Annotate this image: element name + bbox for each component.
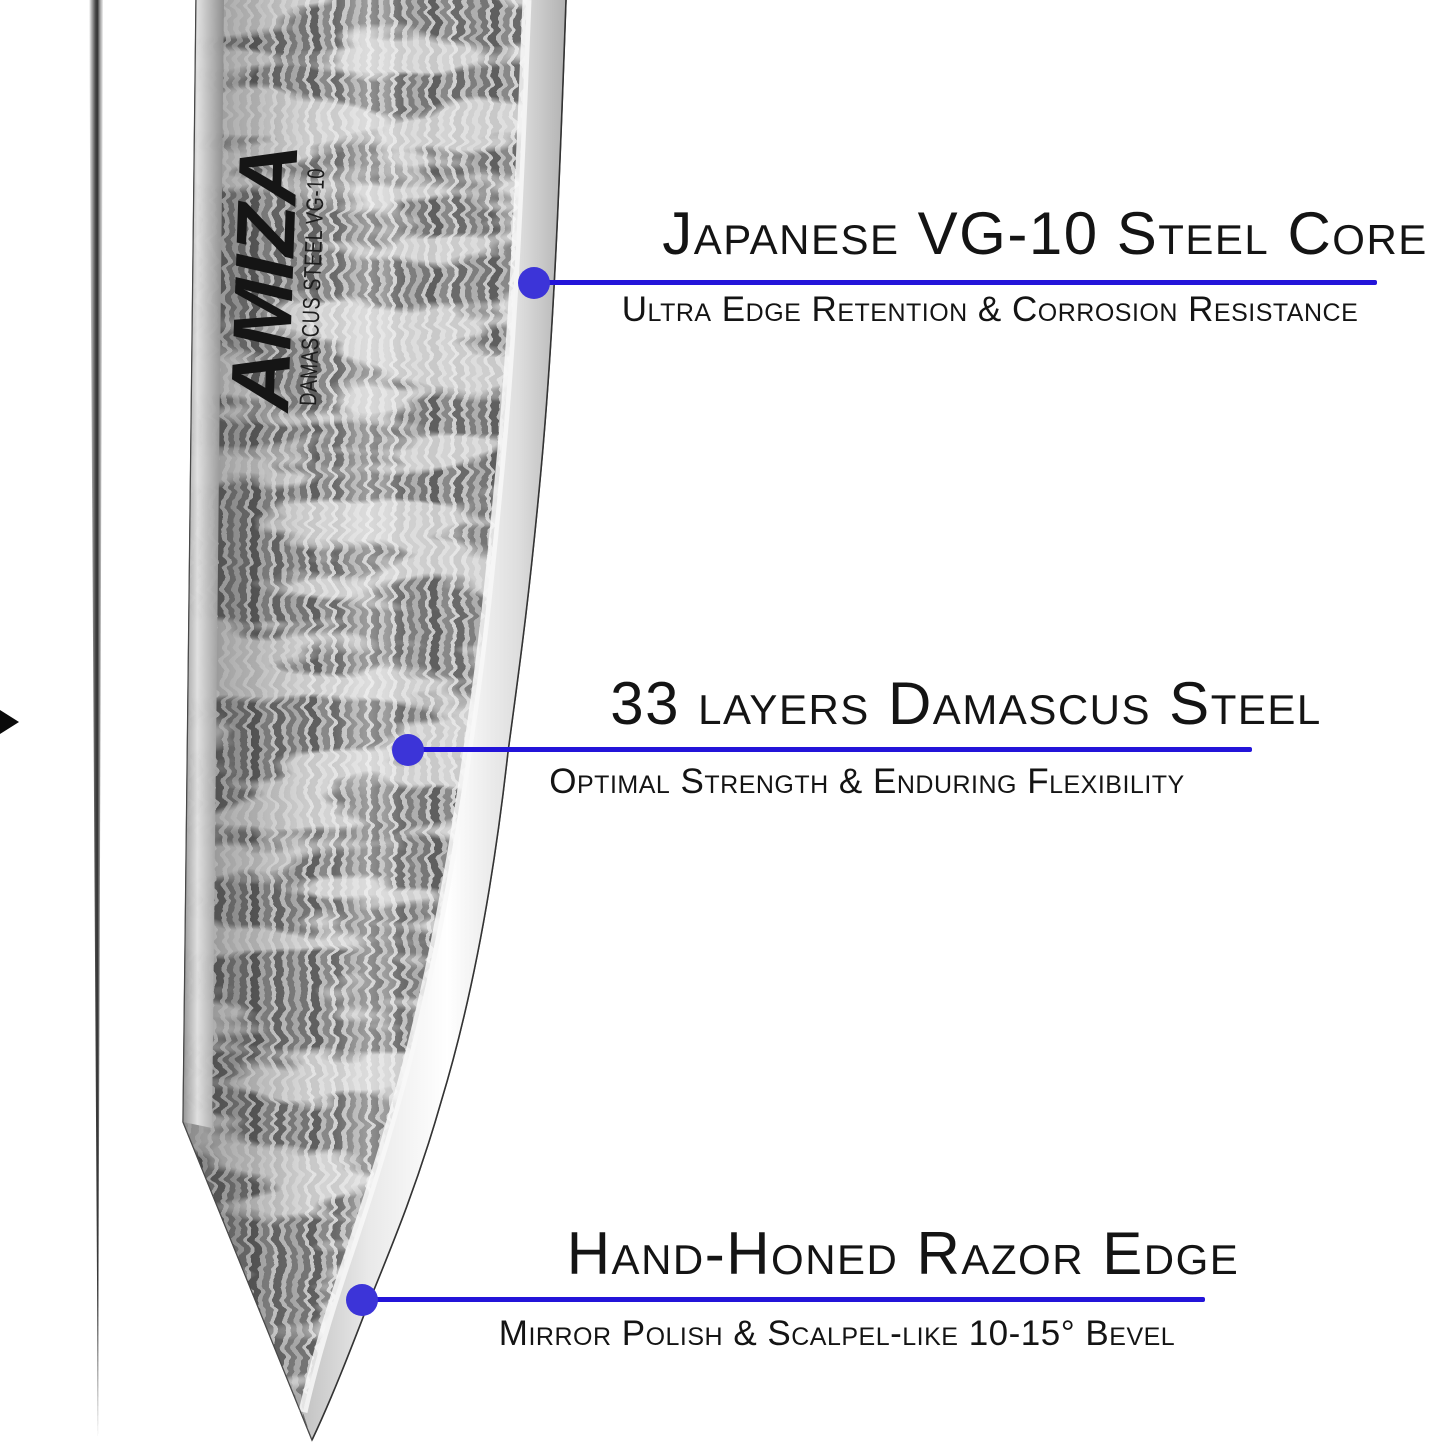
callout-line bbox=[408, 747, 1252, 752]
callout-title: 33 layers Damascus Steel bbox=[610, 670, 1322, 737]
bevel-fringe-highlight bbox=[298, 0, 532, 1413]
callout-dot bbox=[346, 1284, 378, 1316]
carousel-next-arrow-icon[interactable] bbox=[0, 710, 19, 734]
callout-dot bbox=[392, 734, 424, 766]
edge-on-knife-sliver bbox=[89, 0, 103, 1438]
callout-dot bbox=[518, 267, 550, 299]
brand-logo-engraving: AMIZA bbox=[213, 142, 315, 415]
brand-wordmark-text: AMIZA bbox=[213, 142, 315, 415]
callout-title: Japanese VG-10 Steel Core bbox=[662, 200, 1428, 267]
callout-title: Hand-Honed Razor Edge bbox=[566, 1220, 1240, 1287]
callout-line bbox=[362, 1297, 1205, 1302]
spine-edge-line bbox=[182, 0, 313, 1441]
callout-subtitle: Mirror Polish & Scalpel-like 10-15° Beve… bbox=[498, 1314, 1176, 1353]
callout-line bbox=[533, 280, 1377, 285]
callout-subtitle: Ultra Edge Retention & Corrosion Resista… bbox=[621, 290, 1359, 329]
blade-edge-bevel bbox=[303, 0, 566, 1440]
callout-subtitle: Optimal Strength & Enduring Flexibility bbox=[549, 762, 1185, 801]
